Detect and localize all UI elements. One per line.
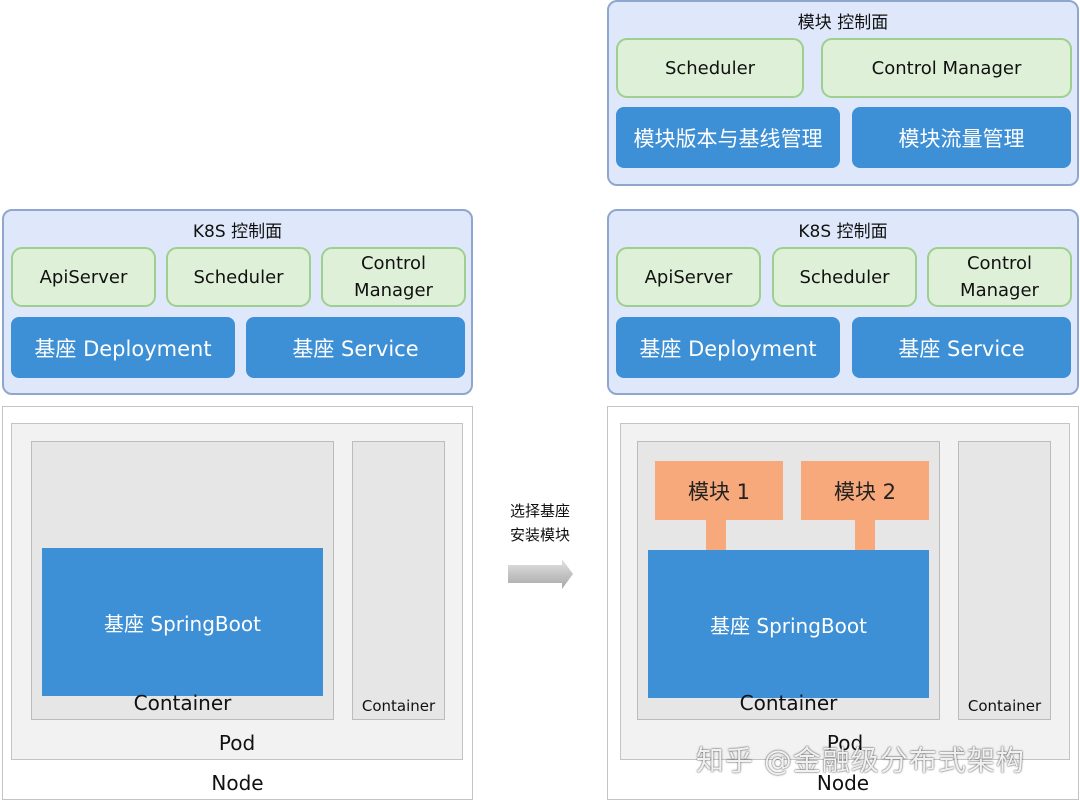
right-pod-label: Pod [826,731,864,755]
arrow-caption-line2: 安装模块 [509,526,570,544]
left-k8s-control-plane-title: K8S 控制面 [192,222,283,242]
right-apiserver-box: ApiServer [616,247,761,307]
left-apiserver-box: ApiServer [11,247,156,307]
right-module-1-connector [706,519,726,552]
left-deployment-box: 基座 Deployment [11,317,235,378]
transition-arrow-icon [508,559,573,589]
left-main-container: 基座 SpringBoot Container [31,441,334,720]
left-springboot-box: 基座 SpringBoot [42,548,323,696]
right-side-container-label: Container [967,697,1042,715]
arrow-caption: 选择基座 安装模块 [495,499,585,547]
right-k8s-control-plane: K8S 控制面 ApiServer Scheduler Control Mana… [607,209,1079,395]
right-main-container-label: Container [739,691,838,715]
left-service-box: 基座 Service [246,317,465,378]
left-main-container-label: Container [133,691,232,715]
right-module-control-manager-box: Control Manager [821,38,1072,98]
right-scheduler-box: Scheduler [772,247,917,307]
right-module-version-box: 模块版本与基线管理 [616,107,840,168]
left-scheduler-box: Scheduler [166,247,311,307]
left-k8s-control-plane: K8S 控制面 ApiServer Scheduler Control Mana… [2,209,473,395]
right-module-1-box: 模块 1 [655,461,783,520]
right-node-label: Node [816,771,870,795]
right-module-scheduler-box: Scheduler [616,38,804,98]
left-pod: 基座 SpringBoot Container Container Pod [11,423,463,760]
right-service-box: 基座 Service [852,317,1071,378]
right-k8s-control-plane-title: K8S 控制面 [798,222,888,242]
left-side-container: Container [352,441,445,720]
right-module-traffic-box: 模块流量管理 [852,107,1071,168]
left-pod-label: Pod [218,731,256,755]
right-main-container: 模块 1 模块 2 基座 SpringBoot Container [637,441,940,720]
right-pod: 模块 1 模块 2 基座 SpringBoot Container Contai… [620,423,1070,760]
right-module-control-plane: 模块 控制面 Scheduler Control Manager 模块版本与基线… [607,0,1079,186]
left-control-manager-box: Control Manager [321,247,466,307]
right-node: 模块 1 模块 2 基座 SpringBoot Container Contai… [607,406,1079,800]
right-control-manager-box: Control Manager [927,247,1072,307]
left-node: 基座 SpringBoot Container Container Pod No… [2,406,473,800]
left-node-label: Node [211,771,264,795]
right-springboot-box: 基座 SpringBoot [648,550,929,698]
right-module-control-plane-title: 模块 控制面 [797,13,889,33]
arrow-caption-line1: 选择基座 [509,502,570,520]
right-module-2-box: 模块 2 [801,461,929,520]
right-deployment-box: 基座 Deployment [616,317,840,378]
left-side-container-label: Container [361,697,436,715]
zhihu-watermark: 知乎 @金融级分布式架构 [696,744,1025,777]
right-side-container: Container [958,441,1051,720]
right-module-2-connector [855,519,875,552]
